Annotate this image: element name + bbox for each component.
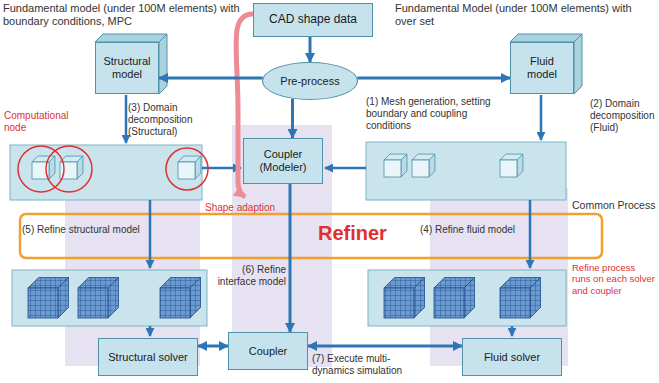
flow-arrow [325,167,366,170]
flow-arrow [540,95,543,140]
mesh-cube [412,154,435,177]
model-box-faces [95,34,582,94]
domain-panel [366,142,566,200]
node-text: Coupler (Modeler) [248,148,318,173]
annotation-label: (7) Execute multi-dynamics simulation [312,353,422,377]
mesh-cube [384,160,401,177]
domain-panel [10,142,566,326]
flow-arrow [149,326,152,336]
mesh-cube [178,162,195,179]
annotation-label: Refine process runs on each solver and c… [572,262,656,296]
model-box: Fluid model [510,42,574,94]
mesh-cube [32,156,55,179]
model-box-faces [574,34,582,94]
mesh-cube [401,154,407,177]
domain-panel [368,270,566,326]
refiner-title: Refiner [318,221,408,245]
annotation-label: (6) Refine interface model [208,264,286,288]
mesh-cube [530,278,541,319]
mesh-cube [78,288,108,318]
model-box-faces [510,34,582,42]
process-column [232,125,332,367]
mesh-cube [384,288,414,318]
node-text: CAD shape data [269,13,357,27]
flow-arrow [529,200,532,268]
coupler-box: Coupler [228,332,308,370]
mesh-cube [500,154,523,177]
mesh-cube [160,278,201,319]
node-text: Pre-process [280,75,339,88]
mesh-cube [28,288,58,318]
annotation-label: Common Process [572,199,656,212]
refiner-band [20,214,602,258]
model-box-faces [159,34,167,94]
flow-arrow [125,95,128,143]
computational-node-circle [18,146,208,192]
node-text: Structural model [100,55,154,80]
mesh-cube [384,154,407,177]
mesh-cube [464,278,475,319]
domain-panel [12,270,207,326]
node-text: Coupler [249,345,288,358]
model-box-faces [95,34,167,42]
mesh-cube [384,278,425,319]
flow-arrow [126,95,541,336]
mesh-cube [58,278,69,319]
mesh-cube [195,156,201,179]
mesh-cube [412,160,429,177]
mesh-cube [49,156,55,179]
mesh-cube [517,154,523,177]
mesh-cube [434,288,464,318]
coupler-box: Coupler (Modeler) [243,138,323,184]
annotation-label: (4) Refine fluid model [420,224,525,236]
flow-connector [309,37,312,62]
mesh-cube [77,156,83,179]
flow-connector [198,345,228,348]
flow-connector [308,345,462,348]
mesh-cube [78,278,119,319]
node-text: Fluid solver [484,351,540,364]
flow-connector [289,184,292,332]
annotation-label: Shape adaption [205,202,285,214]
mesh-cube [178,156,201,179]
mesh-cube [160,288,190,318]
flow-connector [357,77,510,80]
node-text: Structural solver [108,351,187,364]
annotation-label: (2) Domain decomposition (Fluid) [590,98,656,134]
flow-connector [159,77,263,80]
cad-data-box: CAD shape data [253,3,373,37]
model-box: Structural model [95,42,159,94]
mesh-cube [500,160,517,177]
annotation-label: Computational node [4,110,76,134]
mesh-cube [500,288,530,318]
annotation-label: Fundamental model (under 100M elements) … [3,2,245,28]
mesh-cube [108,278,119,319]
flow-arrow [149,200,152,268]
computational-node-circle [18,146,64,192]
annotation-label: (3) Domain decomposition (Structural) [128,102,232,138]
mesh-cube [414,278,425,319]
annotation-label: (5) Refine structural model [22,224,144,236]
flow-connector [291,99,294,138]
mesh-cube [500,278,541,319]
computational-node-circle [46,146,92,192]
mesh-cube [28,278,69,319]
flow-arrow [511,326,514,336]
node-text: Fluid model [515,55,569,80]
annotation-label: (1) Mesh generation, setting boundary an… [366,96,501,132]
solver-box: Fluid solver [462,338,562,376]
computational-node-circle [166,148,208,190]
mesh-cube [429,154,435,177]
preprocess-ellipse: Pre-process [262,62,358,100]
solver-box: Structural solver [98,338,198,376]
mesh-cube [190,278,201,319]
mesh-cube [434,278,475,319]
annotation-label: Fundamental Model (under 100M elements) … [395,2,655,28]
